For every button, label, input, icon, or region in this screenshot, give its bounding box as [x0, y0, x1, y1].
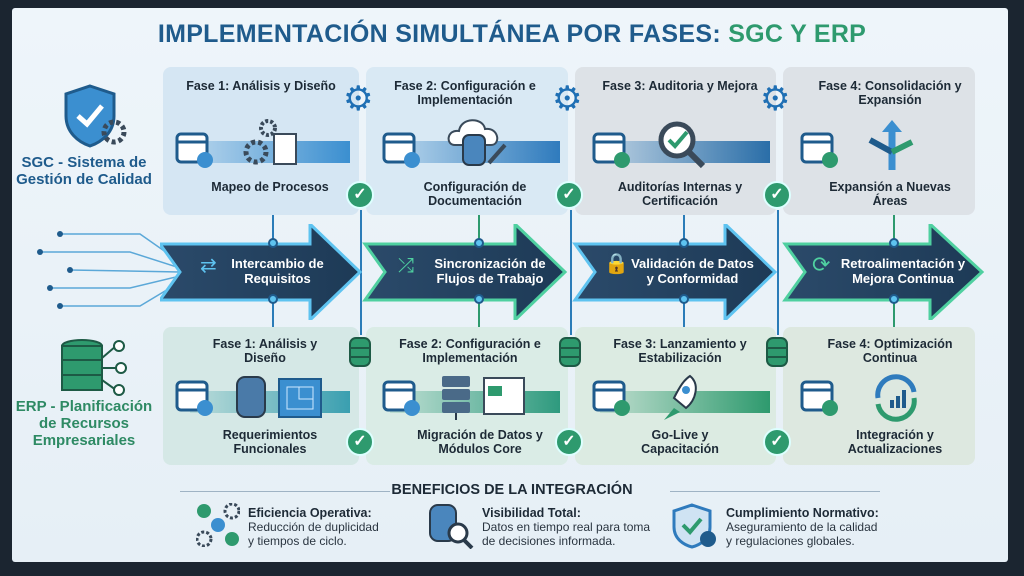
- sgc-phase-2-title: Fase 2: Configuración e Implementación: [394, 79, 536, 107]
- calendar-check-icon: [800, 132, 838, 168]
- divider: [180, 491, 390, 492]
- sgc-phase-4-title: Fase 4: Consolidación y Expansión: [818, 79, 962, 107]
- sgc-label: SGC - Sistema de Gestión de Calidad: [16, 154, 152, 188]
- connector-line: [570, 210, 572, 335]
- sgc-phase-2-item: Configuración de Documentación: [423, 180, 527, 208]
- benefit-2-desc-2: de decisiones informada.: [482, 534, 616, 548]
- connector-node: [268, 238, 278, 248]
- check-circle-icon: ✓: [555, 181, 583, 209]
- gear-icon: ⚙: [760, 80, 791, 118]
- connector-node: [474, 238, 484, 248]
- check-circle-icon: ✓: [763, 181, 791, 209]
- integration-arrows: [160, 224, 985, 320]
- check-circle-icon: ✓: [346, 181, 374, 209]
- integration-arrow-2: [362, 224, 568, 320]
- magnifier-check-icon: [658, 121, 706, 169]
- database-icon: [766, 337, 788, 367]
- erp-phase-3-title: Fase 3: Lanzamiento y Estabilización: [613, 337, 747, 365]
- erp-label: ERP - Planificación de Recursos Empresar…: [15, 398, 153, 449]
- connector-node: [679, 238, 689, 248]
- erp-phase-4-item: Integración y Actualizaciones: [847, 428, 943, 456]
- integration-label-2: Sincronización de Flujos de Trabajo: [434, 256, 546, 286]
- erp-phase-2-title: Fase 2: Configuración e Implementación: [399, 337, 541, 365]
- calendar-check-icon: [592, 132, 630, 168]
- divider: [670, 491, 880, 492]
- integration-arrow-3: [572, 224, 778, 320]
- connector-node: [268, 294, 278, 304]
- benefit-3-desc-2: y regulaciones globales.: [726, 534, 855, 548]
- benefit-2-desc-1: Datos en tiempo real para toma: [482, 520, 651, 534]
- integration-label-3: Validación de Datos y Conformidad: [631, 256, 754, 286]
- database-network-icon: [61, 339, 127, 396]
- erp-phase-3-item: Go-Live y Capacitación: [641, 428, 719, 456]
- connector-node: [679, 294, 689, 304]
- benefit-2-title: Visibilidad Total:: [482, 506, 581, 520]
- sgc-phase-4-item: Expansión a Nuevas Áreas: [829, 180, 951, 208]
- shield-gear-icon: [64, 84, 127, 148]
- database-icon: [559, 337, 581, 367]
- integration-arrow-1: [160, 224, 363, 320]
- benefit-3-title: Cumplimiento Normativo:: [726, 506, 879, 520]
- title-accent: SGC Y ERP: [728, 20, 867, 48]
- database-icon: [349, 337, 371, 367]
- exchange-icon: ⇄: [200, 255, 217, 277]
- cloud-database-icon: [447, 119, 507, 166]
- erp-phase-4-title: Fase 4: Optimización Continua: [827, 337, 953, 365]
- benefit-1-desc-2: y tiempos de ciclo.: [248, 534, 347, 548]
- connector-node: [889, 294, 899, 304]
- calendar-check-icon: [175, 132, 213, 168]
- benefits-heading: BENEFICIOS DE LA INTEGRACIÓN: [391, 482, 633, 498]
- gear-icon: ⚙: [343, 80, 374, 118]
- circuit-lines-decoration: [37, 231, 180, 309]
- sgc-phase-1-item: Mapeo de Procesos: [211, 180, 329, 194]
- erp-phase-1-title: Fase 1: Análisis y Diseño: [212, 337, 318, 365]
- check-circle-icon: ✓: [763, 428, 791, 456]
- gear-icon: ⚙: [552, 80, 583, 118]
- efficiency-cycle-icon: [196, 503, 240, 547]
- connector-line: [777, 210, 779, 335]
- sgc-phase-3-title: Fase 3: Auditoria y Mejora: [602, 79, 758, 93]
- gears-document-icon: [243, 119, 297, 165]
- erp-phase-1-item: Requerimientos Funcionales: [222, 428, 318, 456]
- rocket-icon: [664, 374, 697, 420]
- check-circle-icon: ✓: [346, 428, 374, 456]
- integration-label-1: Intercambio de Requisitos: [231, 256, 324, 286]
- calendar-check-icon: [382, 380, 420, 416]
- refresh-icon: ⟳: [812, 252, 831, 277]
- sgc-flow-arrow-1: [190, 141, 350, 163]
- benefit-1-title: Eficiencia Operativa:: [248, 506, 372, 520]
- benefit-3-desc-1: Aseguramiento de la calidad: [726, 520, 878, 534]
- connector-node: [474, 294, 484, 304]
- integration-arrow-4: [782, 224, 985, 320]
- calendar-check-icon: [175, 380, 213, 416]
- check-circle-icon: ✓: [555, 428, 583, 456]
- shield-globe-icon: [672, 503, 716, 549]
- database-blueprint-icon: [236, 376, 322, 418]
- lock-icon: 🔒: [604, 253, 629, 275]
- sgc-phase-1-title: Fase 1: Análisis y Diseño: [186, 79, 336, 93]
- branching-arrows-icon: [868, 120, 914, 170]
- database-search-icon: [429, 504, 474, 549]
- connector-node: [889, 238, 899, 248]
- calendar-check-icon: [382, 132, 420, 168]
- erp-phase-2-item: Migración de Datos y Módulos Core: [417, 428, 543, 456]
- shuffle-icon: ⤮: [398, 255, 414, 277]
- sgc-phase-3-item: Auditorías Internas y Certificación: [617, 180, 743, 208]
- cycle-growth-icon: [875, 374, 917, 422]
- integration-label-4: Retroalimentación y Mejora Continua: [840, 256, 966, 286]
- server-window-icon: [442, 376, 525, 420]
- benefit-1-desc-1: Reducción de duplicidad: [248, 520, 379, 534]
- page-title: IMPLEMENTACIÓN SIMULTÁNEA POR FASES: SGC…: [157, 20, 867, 48]
- calendar-check-icon: [592, 380, 630, 416]
- calendar-check-icon: [800, 380, 838, 416]
